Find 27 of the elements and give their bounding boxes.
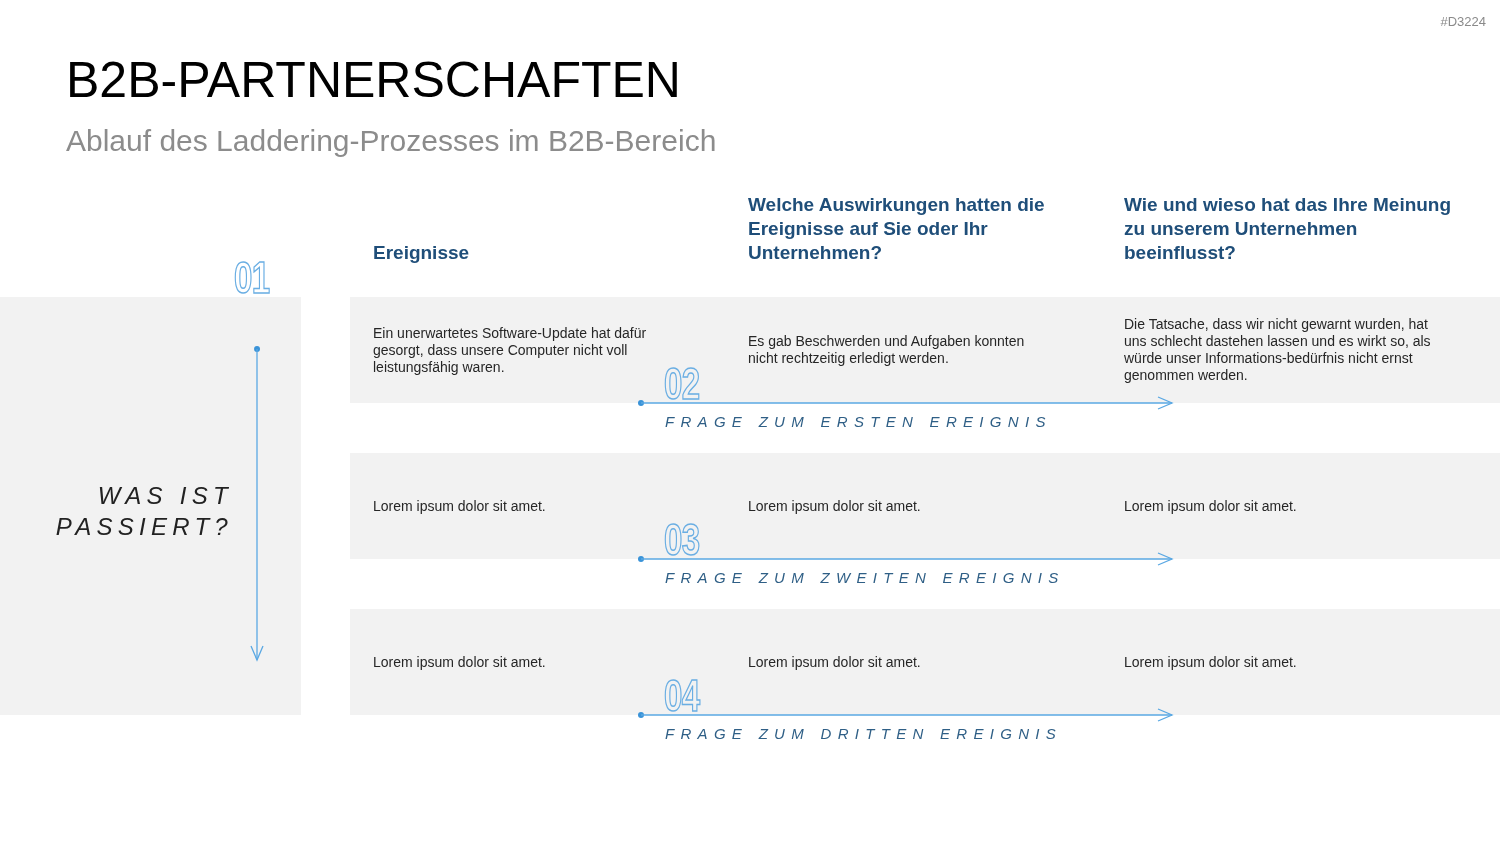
column-heading: Ereignisse [373,241,471,265]
outlined-number: 01 [234,256,270,300]
cell-text: Ein unerwartetes Software-Update hat dafür gesorgt, dass unsere Computer nicht voll leistungsfähig waren. [373,324,648,376]
row-band [350,453,1500,559]
cell-text: Lorem ipsum dolor sit amet. [373,497,546,515]
outlined-number: 02 [664,362,700,406]
cell-text: Lorem ipsum dolor sit amet. [1124,497,1297,515]
cell-text: Die Tatsache, dass wir nicht gewarnt wurden, hat uns schlecht dastehen lassen und es wirkt so, als würde unser Informations-bedürfnis nicht ernst genommen werden. [1124,316,1432,384]
panel-heading: WAS IST PASSIERT? [54,481,233,542]
question-label: FRAGE ZUM DRITTEN EREIGNIS [665,724,1064,744]
outlined-number: 04 [664,674,700,718]
side-panel [0,297,301,715]
cell-text: Lorem ipsum dolor sit amet. [1124,653,1297,671]
cell-text: Lorem ipsum dolor sit amet. [373,653,546,671]
cell-text: Lorem ipsum dolor sit amet. [748,497,921,515]
column-heading: Welche Auswirkungen hatten die Ereignisse auf Sie oder Ihr Unternehmen? [748,193,1046,265]
slide-code: #D3224 [1439,13,1486,31]
question-label: FRAGE ZUM ERSTEN EREIGNIS [665,412,1053,432]
subtitle: Ablauf des Laddering-Prozesses im B2B-Bereich [66,123,718,159]
cell-text: Es gab Beschwerden und Aufgaben konnten nicht rechtzeitig erledigt werden. [748,333,1026,367]
row-band [350,609,1500,715]
column-heading: Wie und wieso hat das Ihre Meinung zu unserem Unternehmen beeinflusst? [1124,193,1453,265]
title: B2B-PARTNERSCHAFTEN [66,51,681,110]
outlined-number: 03 [664,518,700,562]
cell-text: Lorem ipsum dolor sit amet. [748,653,921,671]
row-band [350,297,1500,403]
question-label: FRAGE ZUM ZWEITEN EREIGNIS [665,568,1066,588]
